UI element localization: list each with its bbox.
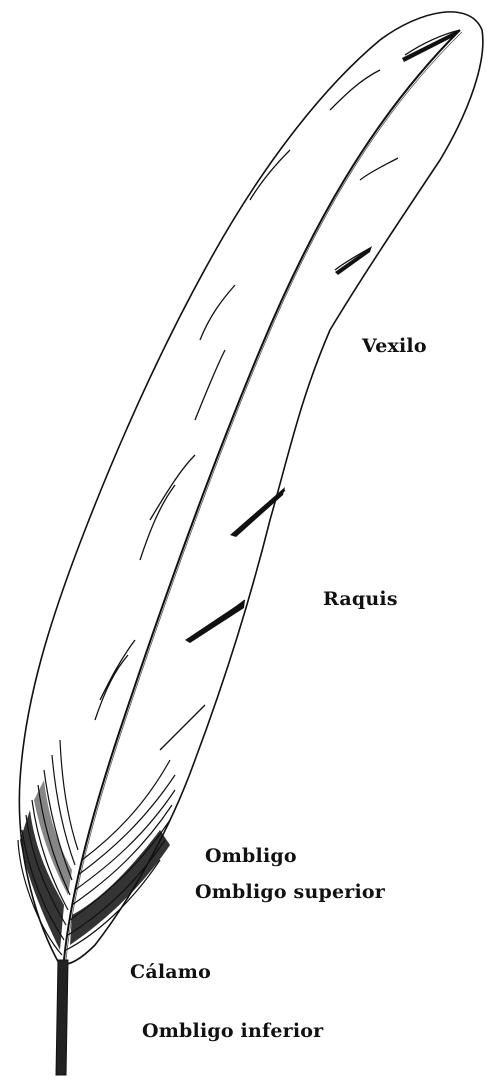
calamus: [56, 960, 68, 1075]
label-raquis: Raquis: [323, 588, 398, 610]
label-vexilo: Vexilo: [362, 335, 427, 357]
label-ombligo-superior: Ombligo superior: [195, 881, 385, 903]
vane-outline: [19, 12, 483, 965]
label-ombligo: Ombligo: [205, 845, 297, 867]
label-calamo: Cálamo: [130, 961, 211, 983]
label-ombligo-inferior: Ombligo inferior: [142, 1020, 323, 1042]
